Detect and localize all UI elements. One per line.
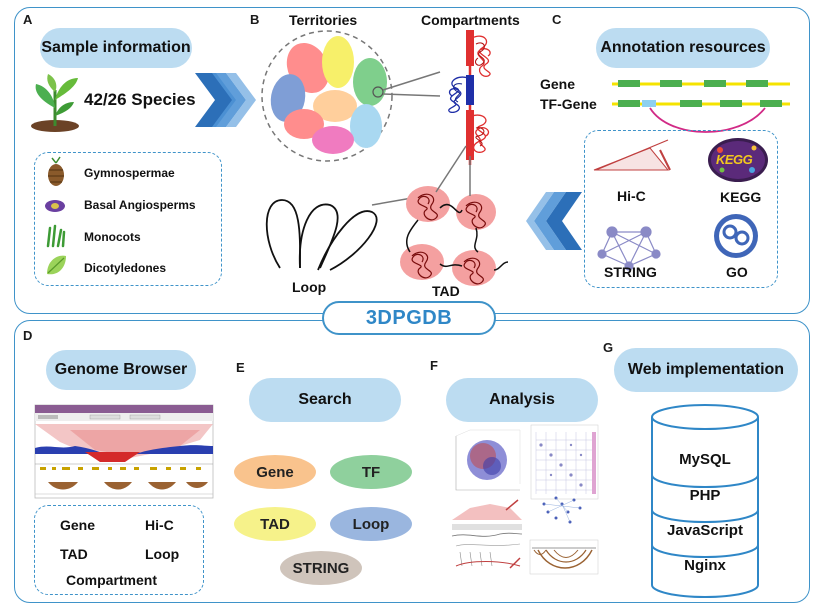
tad-label: TAD <box>432 283 460 299</box>
plant-seedling-icon <box>31 74 79 132</box>
compartments-label: Compartments <box>421 12 520 28</box>
group-basal-angiosperms: Basal Angiosperms <box>84 198 196 212</box>
resource-go: GO <box>726 264 748 280</box>
browser-item-compartment: Compartment <box>66 572 158 588</box>
panel-label-b: B <box>250 12 260 27</box>
analysis-arc-thumbnail <box>529 539 599 575</box>
browser-item-tad: TAD <box>60 546 88 562</box>
analysis-heatmap-thumbnail <box>530 424 599 500</box>
browser-item-loop: Loop <box>145 546 180 562</box>
analysis-hic-browser-thumbnail <box>450 499 526 577</box>
panel-label-g: G <box>603 340 614 355</box>
browser-item-hic: Hi-C <box>145 517 174 533</box>
database-name-badge: 3DPGDB <box>322 301 496 335</box>
stack-nginx: Nginx <box>684 557 726 574</box>
loop-diagram <box>265 197 413 271</box>
pinecone-icon <box>48 156 64 186</box>
browser-item-gene: Gene <box>60 517 96 533</box>
species-groups-box <box>34 152 222 286</box>
string-network-icon <box>597 226 661 271</box>
resource-string: STRING <box>604 264 657 280</box>
search-item-string: STRING <box>280 551 362 585</box>
group-dicotyledones: Dicotyledones <box>84 261 167 275</box>
flower-icon <box>45 200 65 212</box>
stack-javascript: JavaScript <box>667 522 743 539</box>
analysis-network-thumbnail <box>542 496 582 524</box>
genome-browser-thumbnail <box>34 404 214 499</box>
territories-label: Territories <box>289 12 358 28</box>
database-cylinder-icon <box>651 404 759 598</box>
grass-icon <box>46 224 66 248</box>
analysis-3d-plot-thumbnail <box>450 428 526 498</box>
stack-mysql: MySQL <box>679 451 731 468</box>
search-title: Search <box>249 378 401 422</box>
panel-label-f: F <box>430 358 438 373</box>
search-item-gene: Gene <box>234 455 316 489</box>
genome-browser-features-box <box>34 505 204 595</box>
hic-map-icon <box>593 139 671 171</box>
sample-information-title: Sample information <box>40 28 192 68</box>
web-implementation-title: Web implementation <box>614 348 798 392</box>
species-count: 42/26 Species <box>84 90 196 109</box>
tf-gene-track-label: TF-Gene <box>540 96 597 112</box>
loop-label: Loop <box>292 279 327 295</box>
search-item-loop: Loop <box>330 507 412 541</box>
panel-label-a: A <box>23 12 33 27</box>
chevron-arrows-right-icon <box>195 73 256 127</box>
resource-kegg: KEGG <box>720 189 762 205</box>
annotation-resources-title: Annotation resources <box>596 28 770 68</box>
genome-browser-title: Genome Browser <box>46 350 196 390</box>
annotation-resources-box <box>584 130 778 288</box>
group-monocots: Monocots <box>84 230 141 244</box>
stack-php: PHP <box>689 487 721 504</box>
search-item-tf: TF <box>330 455 412 489</box>
compartments-diagram <box>448 30 491 165</box>
tf-gene-track <box>612 100 790 133</box>
gene-track-label: Gene <box>540 76 576 92</box>
panel-label-e: E <box>236 360 245 375</box>
leaf-icon <box>47 255 66 275</box>
group-gymnospermae: Gymnospermae <box>84 166 175 180</box>
kegg-logo-text: KEGG <box>716 152 753 167</box>
chevron-arrows-left-icon <box>526 192 582 250</box>
resource-hic: Hi-C <box>617 188 646 204</box>
panel-label-d: D <box>23 328 33 343</box>
tad-diagram <box>400 145 509 286</box>
panel-label-c: C <box>552 12 562 27</box>
kegg-logo-icon <box>708 138 768 182</box>
go-logo-icon <box>714 214 758 258</box>
search-item-tad: TAD <box>234 507 316 541</box>
analysis-title: Analysis <box>446 378 598 422</box>
territories-diagram <box>261 30 441 162</box>
gene-track <box>612 80 790 87</box>
